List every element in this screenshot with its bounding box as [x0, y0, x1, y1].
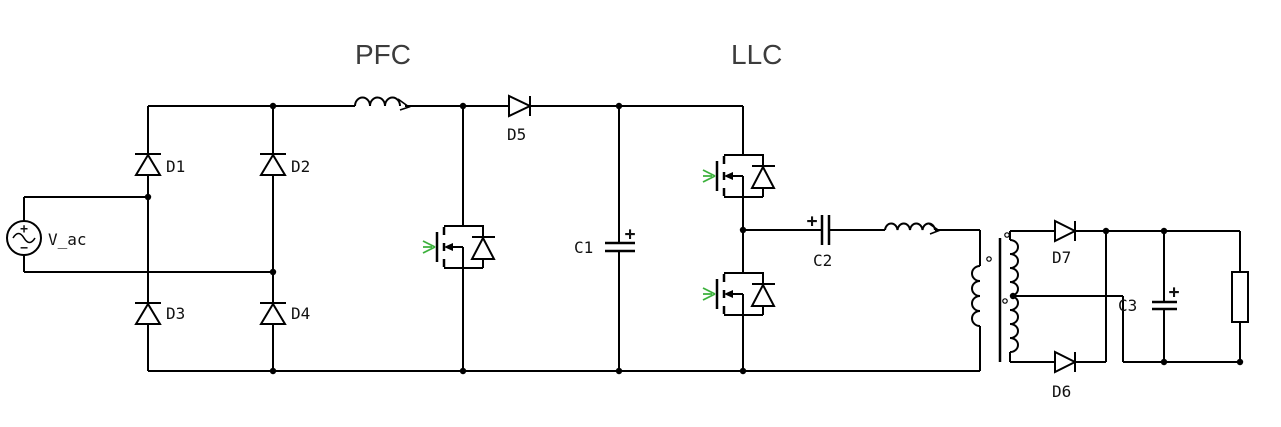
diode-d4: D4 [259, 302, 310, 325]
diode-d5: D5 [507, 94, 533, 144]
sine-wave-icon [12, 232, 36, 244]
c2-label: C2 [813, 251, 832, 270]
llc-high-side-mosfet [702, 106, 776, 273]
current-arrow-icon [397, 98, 411, 111]
gate-arrow-icon [702, 169, 716, 183]
bridge-rectifier: D1 D2 D3 D4 [134, 106, 310, 371]
llc-low-side-mosfet [702, 272, 776, 371]
vac-plus-marker: + [20, 222, 28, 237]
d6-label: D6 [1052, 382, 1071, 401]
body-diode-icon [750, 164, 776, 189]
capacitor-c2: + C2 [807, 211, 833, 270]
load-resistor [1231, 271, 1249, 323]
transformer [971, 230, 1019, 371]
secondary-winding-lower [1009, 295, 1019, 353]
output-positive-rail [1010, 230, 1241, 272]
body-diode-icon [470, 235, 496, 260]
secondary-lower-phase-dot [1002, 298, 1008, 304]
vac-label: V_ac [48, 230, 87, 249]
diode-d2: D2 [259, 153, 310, 176]
d7-label: D7 [1052, 248, 1071, 267]
gate-arrow-icon [702, 287, 716, 301]
ac-source-circle [6, 220, 42, 256]
capacitor-c3: + C3 [1118, 231, 1180, 362]
c3-polarity-plus: + [1169, 282, 1180, 303]
c3-label: C3 [1118, 296, 1137, 315]
gate-arrow-icon [422, 240, 436, 254]
primary-phase-dot [986, 256, 992, 262]
diode-d3: D3 [134, 302, 185, 325]
primary-winding [971, 265, 981, 327]
vac-minus-marker: − [20, 241, 28, 256]
body-diode-icon [750, 282, 776, 307]
current-arrow-icon [927, 222, 941, 235]
c1-polarity-plus: + [625, 224, 636, 245]
diode-d6: D6 [1052, 350, 1078, 401]
section-title-llc: LLC [731, 39, 782, 70]
diode-d7: D7 [1052, 219, 1078, 267]
c1-label: C1 [574, 238, 593, 257]
d5-label: D5 [507, 125, 526, 144]
secondary-upper-phase-dot [1004, 232, 1010, 238]
ac-voltage-source: + − V_ac [6, 196, 273, 273]
section-title-pfc: PFC [355, 39, 411, 70]
resonant-inductor [884, 222, 941, 235]
pfc-boost-inductor [354, 96, 411, 111]
d2-label: D2 [291, 157, 310, 176]
secondary-winding-upper [1009, 239, 1019, 297]
capacitor-c1: + C1 [574, 106, 636, 371]
d3-label: D3 [166, 304, 185, 323]
junction-dots [144, 102, 1244, 375]
d4-label: D4 [291, 304, 310, 323]
diode-d1: D1 [134, 153, 185, 176]
c2-polarity-plus: + [807, 211, 818, 232]
pfc-mosfet [422, 106, 496, 371]
center-tap-return-wire [1013, 295, 1241, 363]
d1-label: D1 [166, 157, 185, 176]
